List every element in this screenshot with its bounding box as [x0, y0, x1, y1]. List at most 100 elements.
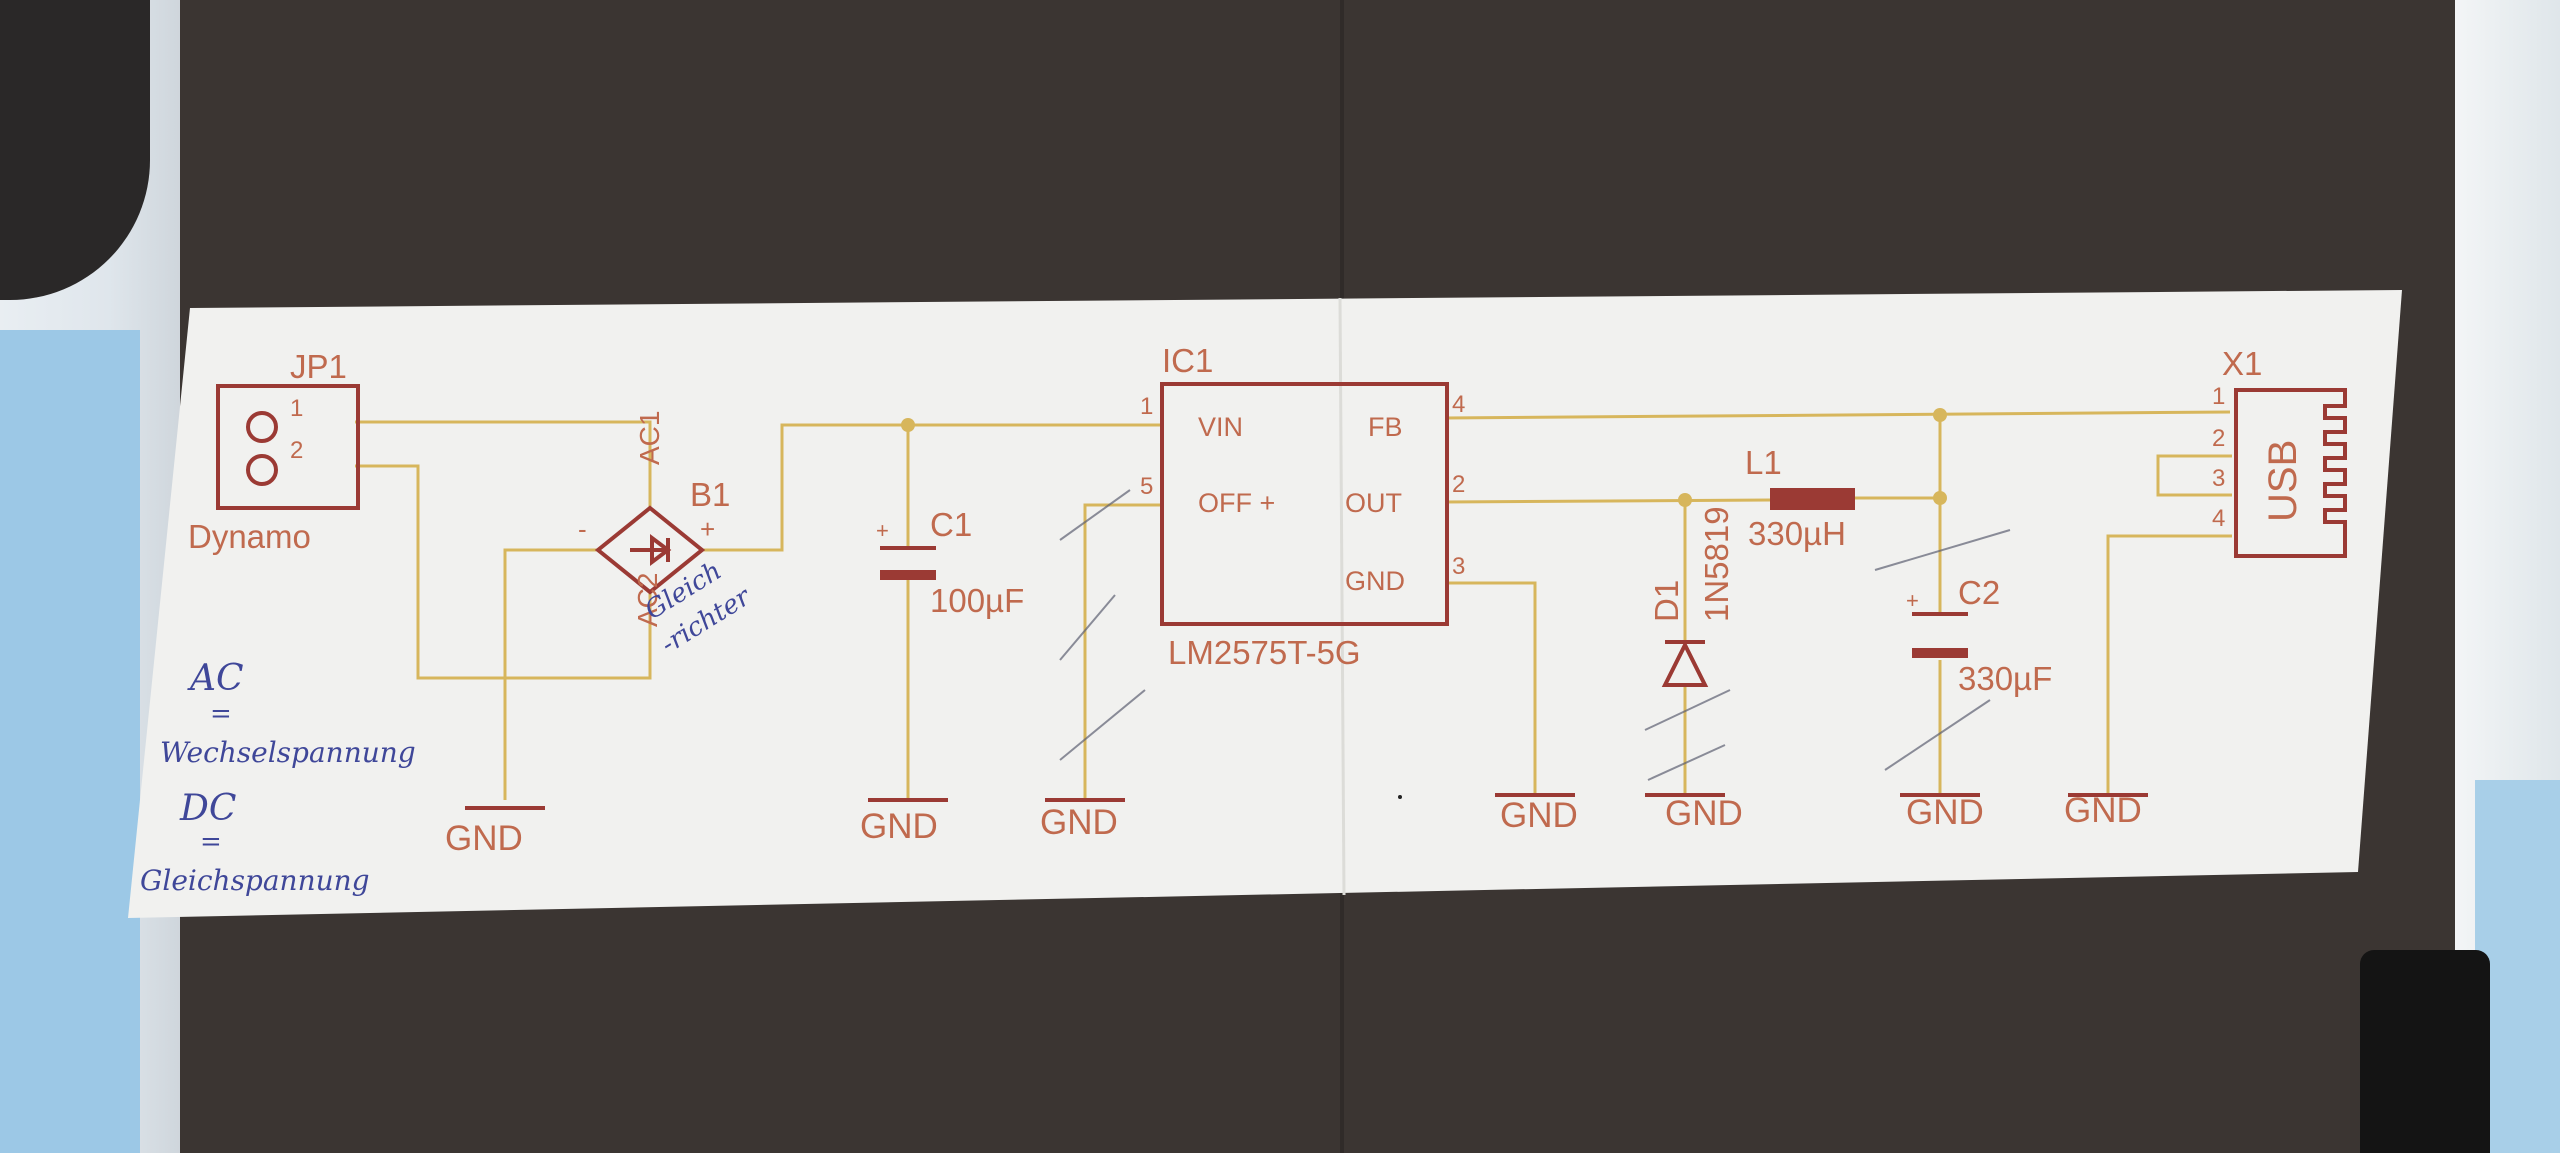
- usb-connector-x1: USB X1 1 2 3 4: [2212, 345, 2347, 558]
- rectifier-ref: B1: [690, 476, 730, 513]
- wire-jp1-pin1: [355, 420, 652, 510]
- pencil-mark-4: [1874, 529, 2011, 571]
- connector-pin1-hole: [246, 411, 278, 443]
- rectifier-b1: AC1 AC2 - + B1: [578, 411, 730, 627]
- marker-pen-cap: [2360, 950, 2490, 1153]
- usb-pin2: 2: [2212, 425, 2225, 452]
- paper-speck: [1398, 795, 1402, 799]
- rectifier-plus: +: [700, 514, 715, 544]
- pencil-mark-5: [1884, 699, 1991, 771]
- paper-strip: [128, 290, 2402, 918]
- gnd-label-d1: GND: [1665, 794, 1743, 833]
- usb-pin3: 3: [2212, 465, 2225, 492]
- usb-pin4: 4: [2212, 505, 2225, 532]
- ic-pin1: 1: [1140, 393, 1153, 420]
- ic-pin3: 3: [1452, 553, 1465, 580]
- rectifier-minus: -: [578, 514, 587, 544]
- capacitor-c2: + C2 330µF: [1906, 574, 2052, 697]
- ic-value: LM2575T-5G: [1168, 634, 1361, 671]
- gnd-label-c2: GND: [1906, 793, 1984, 832]
- ic-vin-label: VIN: [1198, 412, 1243, 442]
- gnd-label-ic: GND: [1500, 796, 1578, 835]
- connector-jp1: JP1 1 2 Dynamo: [188, 348, 360, 555]
- hand-legend-dc: DC: [179, 788, 236, 829]
- paper-fold: [1338, 297, 1346, 896]
- jp1-pin2-label: 2: [290, 437, 303, 464]
- hand-legend-eq1: =: [210, 699, 232, 729]
- junction-c1: [901, 418, 915, 432]
- c2-value: 330µF: [1958, 660, 2052, 697]
- ic-off-label: OFF +: [1198, 488, 1275, 518]
- usb-pin1: 1: [2212, 383, 2225, 410]
- pencil-mark-7: [1647, 744, 1726, 781]
- wire-usb-pin4: [2106, 534, 2232, 795]
- junction-c2-l1: [1933, 491, 1947, 505]
- junctions: [901, 408, 1947, 507]
- l1-value: 330µH: [1748, 515, 1846, 552]
- gnd-label-off: GND: [1040, 803, 1118, 842]
- hand-legend-gleich: Gleichspannung: [140, 864, 370, 897]
- wire-fb-rail: [1444, 410, 2231, 420]
- gnd-label-usb: GND: [2064, 791, 2142, 830]
- wires: [355, 410, 2232, 800]
- jp1-pin1-label: 1: [290, 395, 303, 422]
- pencil-mark-2: [1059, 594, 1116, 661]
- wire-off: [1083, 503, 1162, 800]
- ic-fb-label: FB: [1368, 412, 1403, 442]
- c1-plate-bottom: [880, 570, 936, 580]
- ic-ref: IC1: [1162, 342, 1213, 379]
- ic-gnd-label: GND: [1345, 566, 1405, 596]
- inductor-l1: L1 330µH: [1745, 444, 1855, 552]
- hand-legend-eq2: =: [200, 827, 222, 857]
- usb-ref: X1: [2222, 345, 2262, 382]
- capacitor-c1: + C1 100µF: [876, 506, 1024, 619]
- pencil-mark-3: [1059, 689, 1146, 761]
- ground-symbols: GND GND GND GND GND GND GND: [445, 791, 2148, 858]
- rectifier-body: [594, 505, 706, 595]
- ic-pin2: 2: [1452, 471, 1465, 498]
- wire-ic-gnd: [1445, 581, 1537, 795]
- junction-d1: [1678, 493, 1692, 507]
- usb-label: USB: [2261, 440, 2305, 522]
- gnd-label-rect: GND: [445, 819, 523, 858]
- wire-usb-loop: [2156, 454, 2232, 497]
- rectifier-diode-icon: [630, 534, 672, 566]
- hand-legend-wechsel: Wechselspannung: [160, 736, 416, 769]
- l1-ref: L1: [1745, 444, 1782, 481]
- ic-pin5: 5: [1140, 473, 1153, 500]
- wire-rect-minus: [503, 548, 598, 800]
- jp1-value: Dynamo: [188, 518, 311, 555]
- jp1-ref: JP1: [290, 348, 347, 385]
- rectifier-ac1: AC1: [634, 411, 665, 465]
- c1-value: 100µF: [930, 582, 1024, 619]
- d1-ref: D1: [1648, 580, 1685, 622]
- ic-pin4: 4: [1452, 391, 1465, 418]
- wire-out: [1444, 498, 1771, 504]
- pencil-marks: [1059, 489, 2011, 781]
- ic-body: [1160, 382, 1449, 626]
- junction-c2-top: [1933, 408, 1947, 422]
- hand-legend-ac: AC: [187, 658, 244, 699]
- connector-pin2-hole: [246, 454, 278, 486]
- left-map-sea: [0, 330, 140, 1153]
- wire-rect-plus: [702, 423, 1160, 552]
- usb-body: [2234, 388, 2347, 558]
- c2-plate-bottom: [1912, 648, 1968, 658]
- ic-lm2575: IC1 VIN OFF + FB OUT GND 1 5 4 2 3 LM257…: [1140, 342, 1465, 671]
- c1-plus: +: [876, 518, 889, 543]
- wire-jp1-pin2: [355, 464, 652, 680]
- pencil-mark-1: [1059, 489, 1131, 541]
- d1-value: 1N5819: [1698, 506, 1735, 622]
- c2-ref: C2: [1958, 574, 2000, 611]
- d1-triangle: [1661, 640, 1709, 687]
- c1-ref: C1: [930, 506, 972, 543]
- c2-plus: +: [1906, 588, 1919, 613]
- diode-d1: D1 1N5819: [1648, 506, 1735, 687]
- gnd-label-c1: GND: [860, 807, 938, 846]
- connector-body: [216, 384, 360, 510]
- pencil-mark-6: [1644, 689, 1731, 731]
- l1-body: [1770, 488, 1855, 510]
- rectifier-ac2: AC2: [632, 573, 663, 627]
- ic-out-label: OUT: [1345, 488, 1402, 518]
